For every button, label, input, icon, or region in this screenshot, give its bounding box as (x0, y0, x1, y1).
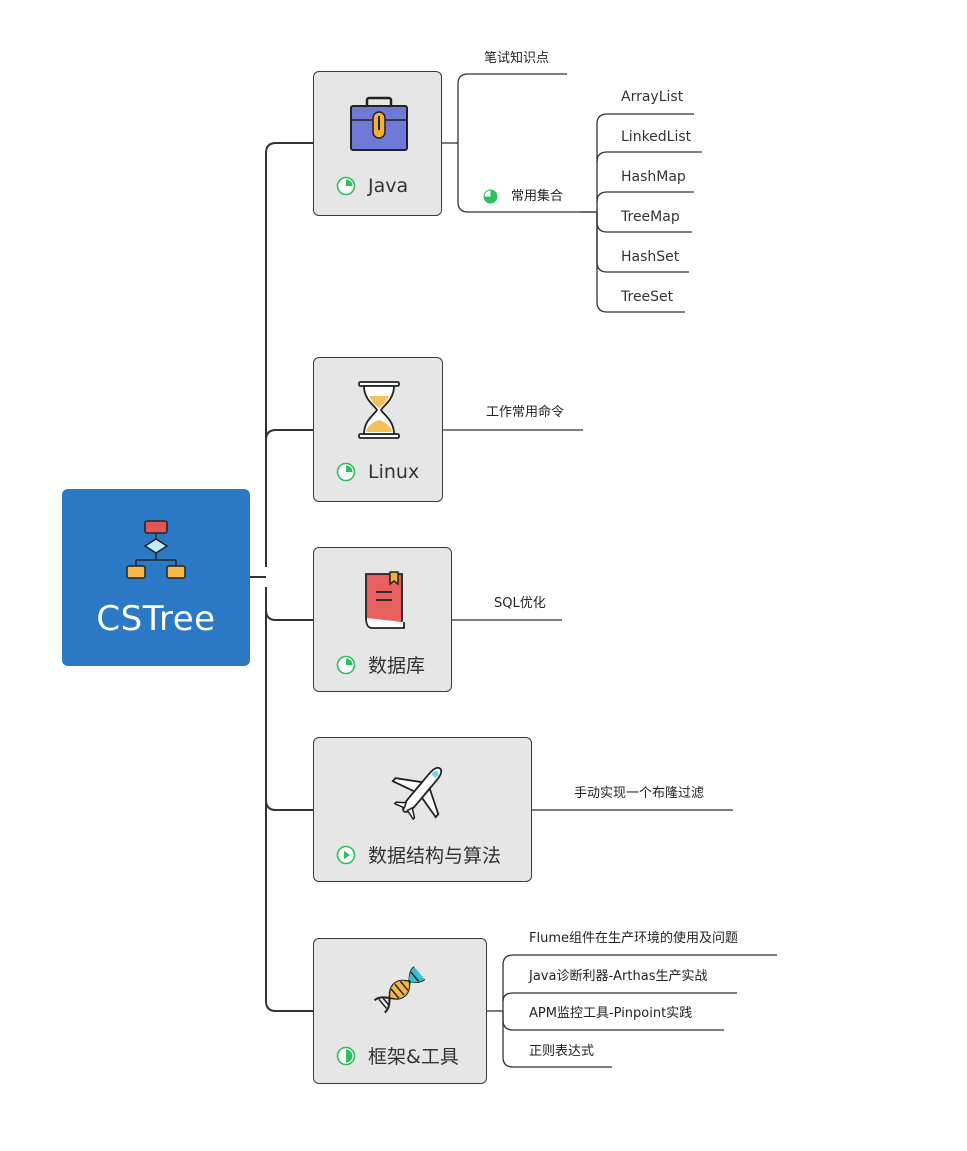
collection-leaf-linkedlist[interactable]: LinkedList (621, 129, 692, 145)
framework-child-1-line (502, 954, 777, 1011)
hourglass-icon (358, 381, 400, 439)
progress-quarter-icon (336, 655, 356, 674)
topic-database-label: 数据库 (368, 655, 426, 677)
branch-algo (265, 799, 313, 811)
topic-java-label: Java (368, 175, 409, 197)
topic-database[interactable]: 数据库 (313, 547, 452, 692)
framework-child-4-line (502, 1011, 612, 1068)
progress-half-icon (336, 1046, 356, 1065)
collection-leaf-arraylist[interactable]: ArrayList (621, 89, 684, 105)
collection-leaf-treeset[interactable]: TreeSet (621, 289, 674, 305)
trunk-framework (265, 587, 313, 1012)
topic-linux[interactable]: Linux (313, 357, 443, 502)
frameworks-child-pinpoint[interactable]: APM监控工具-Pinpoint实践 (529, 1006, 693, 1021)
topic-frameworks[interactable]: 框架&工具 (313, 938, 487, 1084)
collection-leaf-3-line (596, 191, 694, 203)
framework-child-2-line (502, 992, 737, 1002)
trunk-java (265, 142, 313, 567)
topic-algorithms[interactable]: 数据结构与算法 (313, 737, 532, 882)
briefcase-icon (350, 96, 408, 151)
progress-start-icon (336, 845, 356, 864)
collection-leaf-treemap[interactable]: TreeMap (621, 209, 680, 225)
topic-frameworks-label: 框架&工具 (368, 1046, 459, 1068)
flowchart-icon (126, 520, 186, 579)
root-title: CSTree (96, 599, 216, 639)
collection-leaf-6-line (596, 212, 685, 313)
java-child-written-test[interactable]: 笔试知识点 (484, 51, 550, 66)
root-topic[interactable]: CSTree (62, 489, 250, 666)
branch-db (265, 609, 313, 621)
branch-linux (265, 429, 313, 441)
collection-leaf-1-line (580, 113, 694, 213)
dna-icon (373, 966, 426, 1014)
collection-leaf-2-line (596, 151, 702, 163)
frameworks-child-arthas[interactable]: Java诊断利器-Arthas生产实战 (529, 969, 708, 984)
book-icon (365, 571, 405, 629)
topic-linux-label: Linux (368, 461, 420, 483)
progress-quarter-icon (336, 176, 356, 196)
topic-algorithms-label: 数据结构与算法 (368, 845, 502, 867)
progress-quarter-icon (336, 462, 356, 482)
database-child-sql[interactable]: SQL优化 (494, 596, 546, 611)
collection-leaf-hashset[interactable]: HashSet (621, 249, 680, 265)
java-child-1-line (457, 73, 567, 143)
linux-child-commands[interactable]: 工作常用命令 (486, 405, 565, 420)
java-child-2-line (457, 143, 597, 213)
algorithms-child-bloom-filter[interactable]: 手动实现一个布隆过滤 (574, 786, 705, 801)
collection-leaf-hashmap[interactable]: HashMap (621, 169, 686, 185)
progress-three-quarter-icon (483, 189, 498, 204)
java-child-collections[interactable]: 常用集合 (511, 189, 564, 204)
airplane-icon (391, 766, 443, 820)
frameworks-child-flume[interactable]: Flume组件在生产环境的使用及问题 (529, 931, 738, 946)
topic-java[interactable]: Java (313, 71, 442, 216)
frameworks-child-regex[interactable]: 正则表达式 (529, 1044, 595, 1059)
